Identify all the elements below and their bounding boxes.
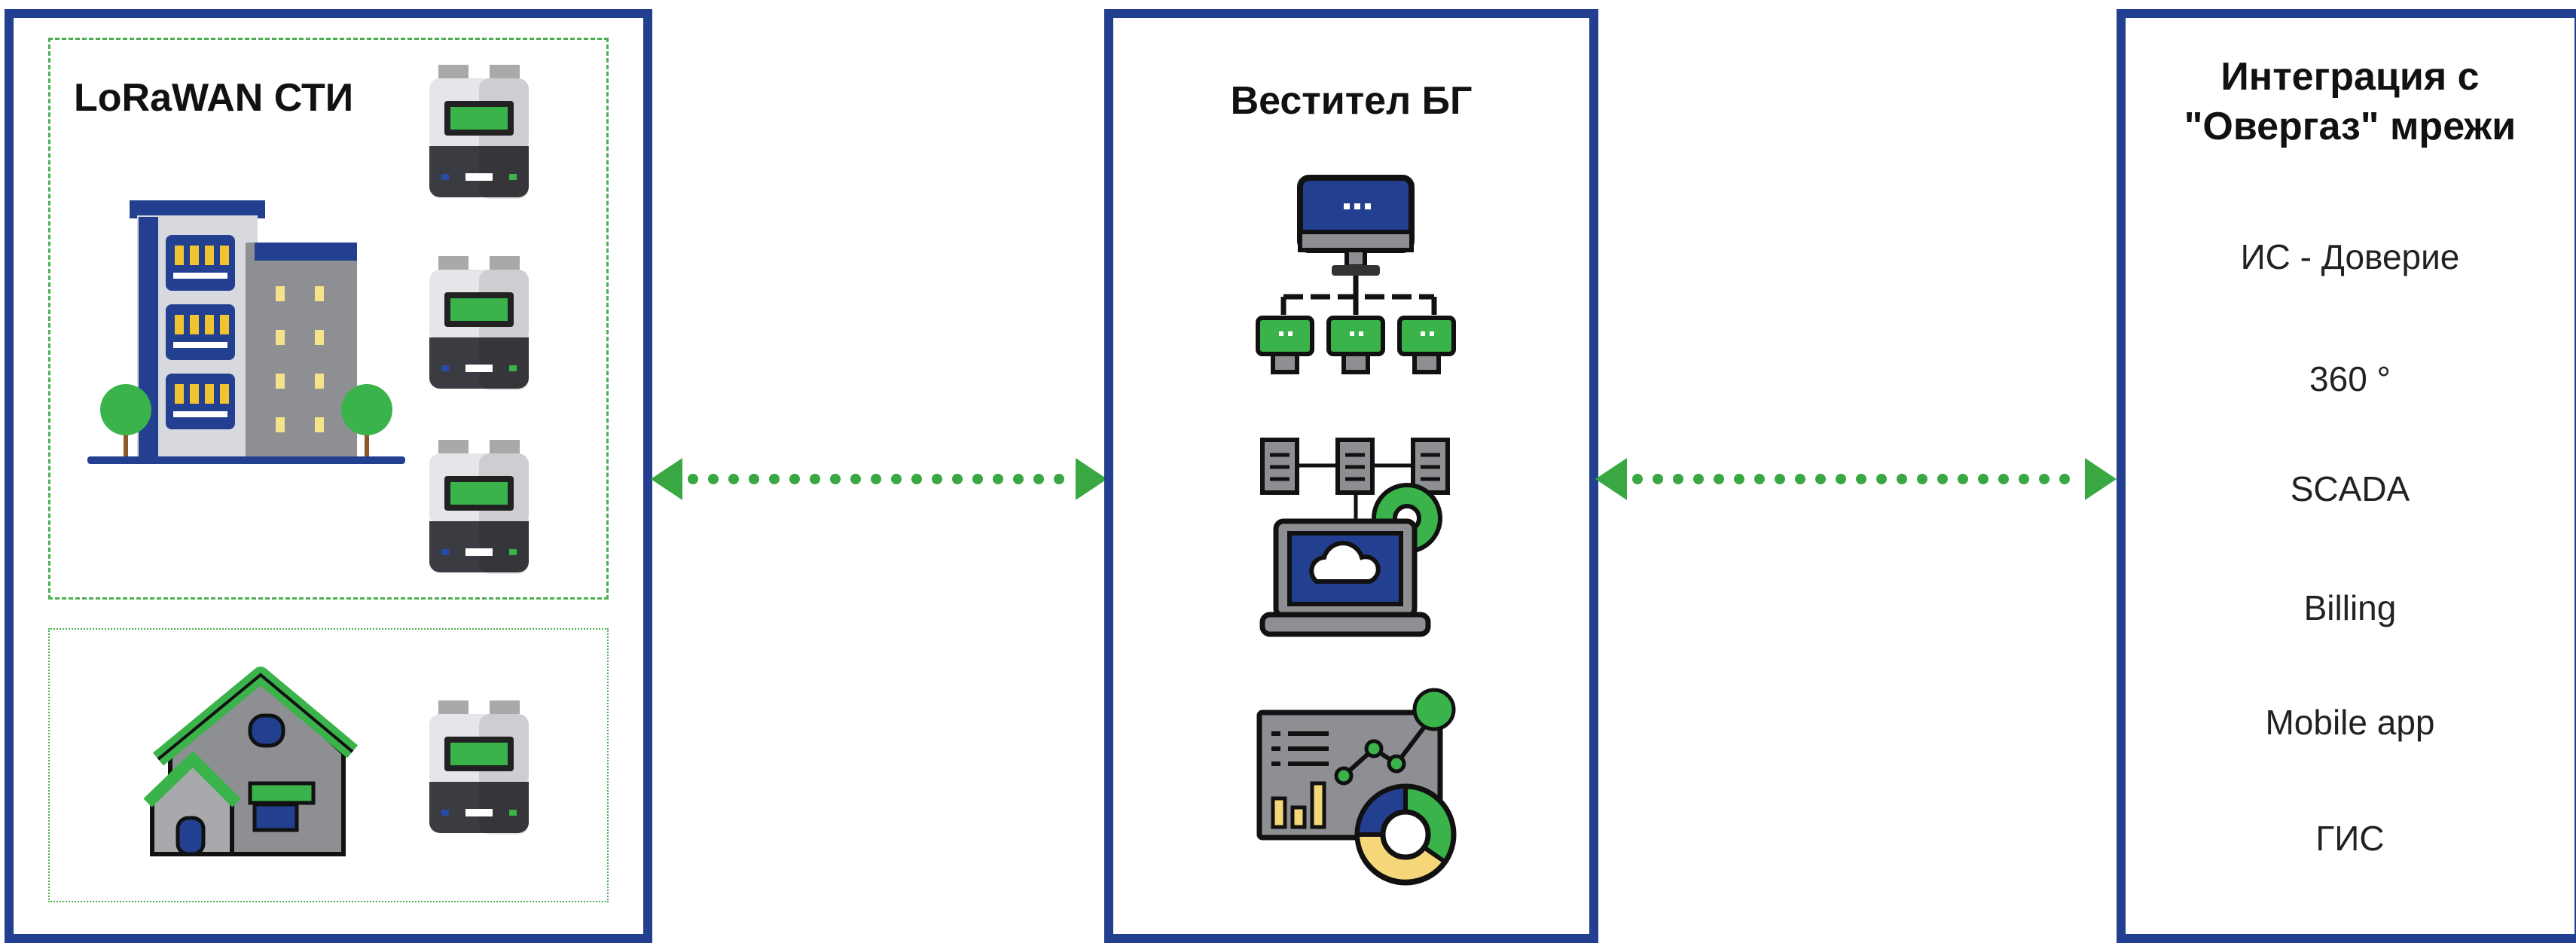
right-panel-title-line1: Интеграция с [2220, 55, 2480, 99]
integration-item: ИС - Доверие [2240, 237, 2460, 276]
house-icon [143, 667, 359, 856]
network-computers-icon [1256, 175, 1456, 374]
gas-meter-icon [426, 440, 532, 575]
lorawan-group [48, 38, 609, 600]
apartment-building-icon [87, 200, 405, 464]
gas-meter-icon [426, 256, 532, 392]
cloud-laptop-icon [1259, 438, 1450, 637]
double-headed-arrow-icon [1595, 458, 2117, 500]
right-panel [2117, 9, 2576, 943]
integration-item: ГИС [2315, 819, 2385, 858]
integration-item: Billing [2303, 588, 2397, 627]
gas-meter-icon [426, 65, 532, 200]
lorawan-title: LoRaWAN СТИ [74, 76, 354, 120]
integration-item: Mobile app [2265, 703, 2435, 742]
double-headed-arrow-icon [651, 458, 1107, 500]
house-group [48, 628, 609, 902]
analytics-dashboard-icon [1256, 688, 1457, 886]
gas-meter-icon [426, 700, 532, 836]
integration-item: SCADA [2290, 469, 2410, 508]
middle-panel-title: Вестител БГ [1230, 79, 1473, 123]
right-panel-title-line2: "Овергаз" мрежи [2184, 105, 2516, 148]
integration-item: 360 ° [2309, 359, 2391, 398]
